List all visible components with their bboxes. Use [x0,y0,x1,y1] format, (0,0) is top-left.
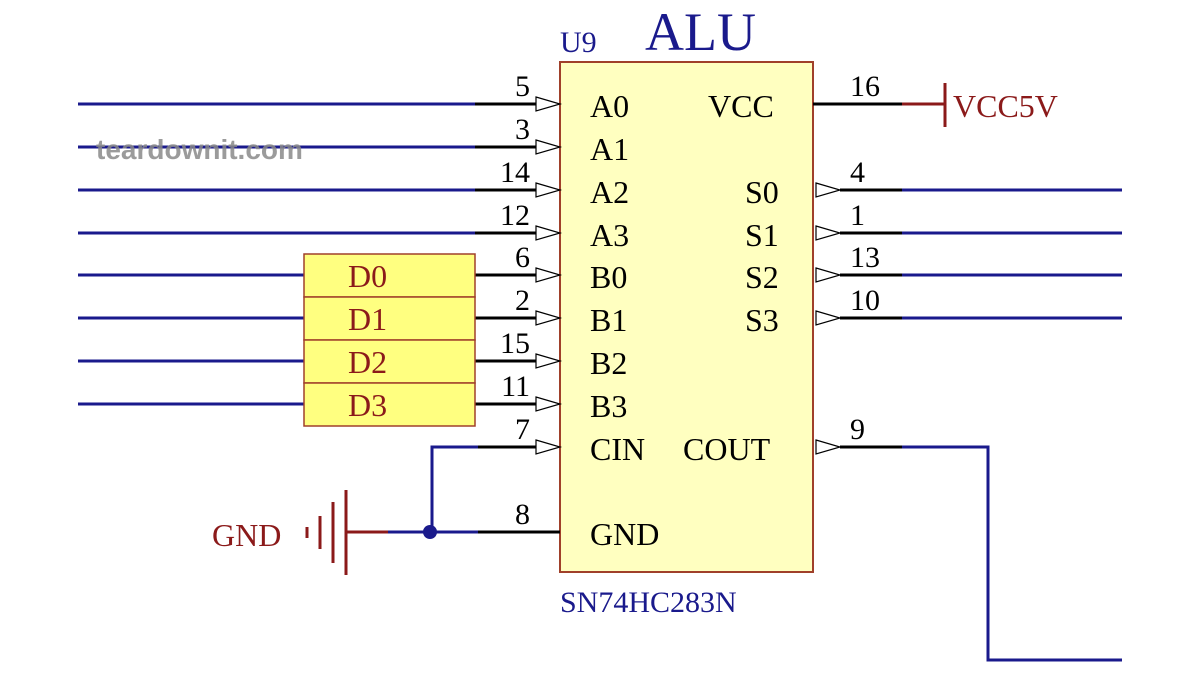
cin-gnd-wire[interactable] [388,445,478,534]
pin-number: 4 [850,156,865,189]
left-pin-b1[interactable]: 2B1 [78,284,627,338]
input-arrow-icon [535,439,563,455]
ic-body[interactable] [559,61,814,573]
component-title: ALU [645,2,756,62]
data-label-d3[interactable]: D3 [303,382,476,427]
right-pin-s3[interactable]: S3 10 [745,284,1122,338]
right-pin-s1[interactable]: S1 1 [745,199,1122,253]
vcc-label: VCC5V [953,88,1058,124]
right-pin-cout[interactable]: COUT 9 [683,413,902,467]
input-arrow-icon [535,225,563,241]
pin-name: S1 [745,217,779,253]
pin-name: B2 [590,345,627,381]
input-arrow-icon [535,310,563,326]
output-arrow-icon [815,225,843,241]
junction-dot [423,525,437,539]
input-arrow-icon [535,139,563,155]
pin-name: S3 [745,302,779,338]
right-pin-s2[interactable]: S2 13 [745,241,1122,295]
pin-name: S2 [745,259,779,295]
pin-name: CIN [590,431,645,467]
output-arrow-icon [815,182,843,198]
left-pin-a1[interactable]: 3A1 [78,113,629,167]
pin-name: GND [590,516,659,552]
data-label-text: D1 [348,301,387,337]
pin-number: 15 [500,327,530,360]
right-pin-vcc[interactable]: VCC 16 [708,70,880,124]
pin-number: 12 [500,199,530,232]
data-label-text: D2 [348,344,387,380]
pin-number: 3 [515,113,530,146]
pin-number: 13 [850,241,880,274]
pin-number: 9 [850,413,865,446]
pin-name: B1 [590,302,627,338]
pin-number: 6 [515,241,530,274]
pin-name: COUT [683,431,771,467]
output-arrow-icon [815,267,843,283]
pin-number: 1 [850,199,865,232]
pin-number: 14 [500,156,530,189]
output-arrow-icon [815,439,843,455]
pin-number: 11 [501,370,530,403]
cout-wire[interactable] [902,445,1122,662]
data-label-d1[interactable]: D1 [303,296,476,341]
pin-name: B3 [590,388,627,424]
pin-name: A0 [590,88,629,124]
pin-number: 5 [515,70,530,103]
pin-number: 16 [850,70,880,103]
ground-symbol-icon [305,490,388,575]
pin-name: A1 [590,131,629,167]
data-label-text: D3 [348,387,387,423]
input-arrow-icon [535,96,563,112]
pin-number: 8 [515,498,530,531]
data-label-text: D0 [348,258,387,294]
designator: U9 [560,26,597,59]
pin-name: A2 [590,174,629,210]
pin-name: VCC [708,88,774,124]
pin-name: A3 [590,217,629,253]
output-arrow-icon [815,310,843,326]
input-arrow-icon [535,182,563,198]
gnd-label: GND [212,517,281,553]
input-arrow-icon [535,353,563,369]
input-arrow-icon [535,396,563,412]
data-label-d2[interactable]: D2 [303,339,476,384]
left-pin-b0[interactable]: 6B0 [78,241,627,295]
pin-number: 7 [515,413,530,446]
left-pin-a0[interactable]: 5A0 [78,70,629,124]
input-arrow-icon [535,267,563,283]
data-label-d0[interactable]: D0 [303,253,476,298]
pin-name: S0 [745,174,779,210]
right-pin-s0[interactable]: S0 4 [745,156,1122,210]
pin-name: B0 [590,259,627,295]
pin-number: 10 [850,284,880,317]
pin-number: 2 [515,284,530,317]
part-number: SN74HC283N [560,586,737,619]
watermark: teardownit.com [96,134,303,165]
